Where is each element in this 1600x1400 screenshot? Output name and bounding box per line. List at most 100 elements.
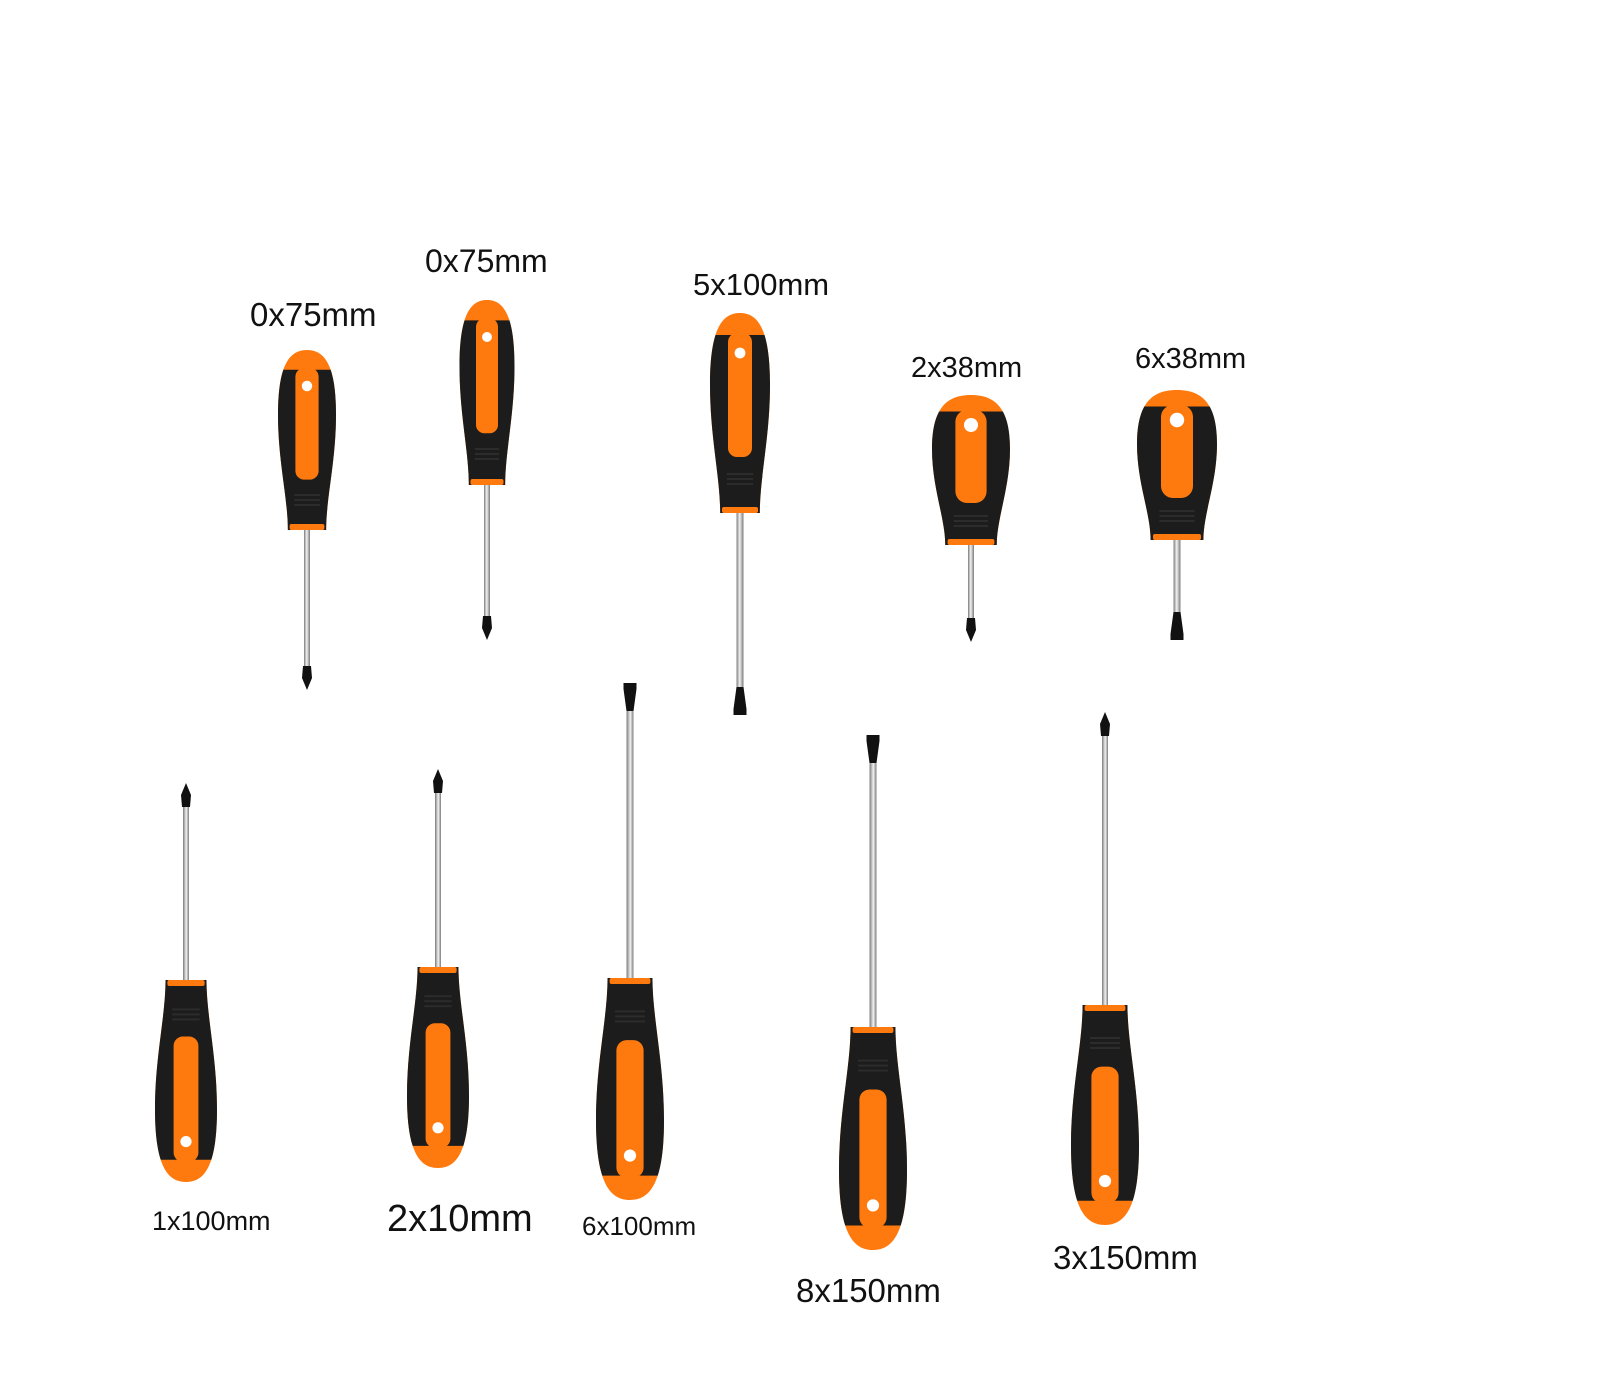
grip-ridge <box>1159 515 1195 517</box>
shaft <box>304 530 310 668</box>
screwdriver <box>407 769 469 1168</box>
hanging-hole <box>734 347 746 359</box>
hanging-hole <box>180 1136 192 1148</box>
grip-ridge <box>1090 1037 1120 1039</box>
grip-ridge <box>474 453 500 455</box>
grip-ridge <box>858 1064 888 1067</box>
phillips-tip <box>966 618 976 642</box>
grip-ridge <box>294 499 320 501</box>
grip-ridge <box>424 1005 452 1008</box>
handle-panel <box>955 410 987 503</box>
shaft <box>1173 540 1181 618</box>
handle-panel <box>728 333 752 457</box>
grip-ridge <box>726 478 754 480</box>
handle-panel <box>1161 405 1193 498</box>
handle-collar <box>1084 1005 1126 1011</box>
grip-ridge <box>172 1008 200 1011</box>
grip-ridge <box>615 1015 645 1018</box>
grip-ridge <box>615 1010 645 1013</box>
grip-ridge <box>172 1013 200 1016</box>
handle-panel <box>1091 1066 1119 1203</box>
handle-collar <box>1153 534 1201 540</box>
phillips-tip <box>181 783 191 807</box>
hanging-hole <box>1169 412 1185 428</box>
handle-collar <box>167 980 205 986</box>
slotted-tip <box>866 735 880 763</box>
screwdriver <box>459 300 515 640</box>
phillips-tip <box>1100 712 1110 736</box>
hanging-hole <box>482 332 492 342</box>
phillips-tip <box>433 769 443 793</box>
phillips-tip <box>302 666 312 690</box>
phillips-tip <box>482 616 492 640</box>
size-label: 2x38mm <box>911 352 1023 384</box>
handle-collar <box>609 978 651 984</box>
hanging-hole <box>963 417 979 433</box>
size-label: 6x100mm <box>582 1211 697 1241</box>
shaft <box>626 705 634 978</box>
shaft <box>968 545 974 620</box>
hanging-hole <box>623 1149 637 1162</box>
grip-ridge <box>858 1059 888 1062</box>
size-label: 1x100mm <box>152 1206 271 1236</box>
screwdriver <box>1071 712 1139 1225</box>
shaft <box>736 513 744 693</box>
hanging-hole <box>866 1199 880 1212</box>
grip-ridge <box>424 995 452 998</box>
screwdriver <box>1137 390 1217 640</box>
grip-ridge <box>858 1069 888 1072</box>
shaft <box>435 791 441 967</box>
hanging-hole <box>432 1122 444 1134</box>
grip-ridge <box>1159 510 1195 512</box>
grip-ridge <box>1090 1042 1120 1044</box>
grip-ridge <box>726 483 754 485</box>
handle-collar <box>470 479 504 485</box>
slotted-tip <box>1170 612 1184 640</box>
grip-ridge <box>953 525 989 527</box>
handle-collar <box>722 507 758 513</box>
grip-ridge <box>1090 1047 1120 1049</box>
handle-collar <box>419 967 457 973</box>
handle-panel <box>476 318 498 434</box>
grip-ridge <box>1159 520 1195 522</box>
grip-ridge <box>294 494 320 496</box>
shaft <box>1102 734 1108 1005</box>
screwdriver <box>155 783 217 1182</box>
handle-panel <box>859 1089 887 1228</box>
size-label: 6x38mm <box>1135 343 1247 375</box>
screwdriver <box>932 395 1010 642</box>
size-label: 0x75mm <box>425 243 548 279</box>
screwdriver <box>278 350 336 690</box>
size-label: 3x150mm <box>1053 1239 1198 1276</box>
size-label: 8x150mm <box>796 1272 941 1309</box>
grip-ridge <box>474 458 500 460</box>
grip-ridge <box>615 1020 645 1023</box>
handle-collar <box>289 524 325 530</box>
grip-ridge <box>424 1000 452 1003</box>
screwdriver <box>839 735 907 1250</box>
handle-collar <box>947 539 995 545</box>
shaft <box>869 757 877 1027</box>
size-label: 2x10mm <box>387 1198 533 1240</box>
shaft <box>183 805 189 980</box>
size-label: 5x100mm <box>693 267 830 302</box>
handle-panel <box>295 368 319 480</box>
hanging-hole <box>1098 1174 1112 1188</box>
screwdriver <box>596 683 664 1200</box>
grip-ridge <box>172 1018 200 1021</box>
handle-collar <box>852 1027 894 1033</box>
grip-ridge <box>726 473 754 475</box>
shaft <box>484 485 490 618</box>
handle-panel <box>425 1023 451 1148</box>
slotted-tip <box>733 687 747 715</box>
grip-ridge <box>953 520 989 522</box>
handle-panel <box>173 1036 199 1162</box>
grip-ridge <box>294 504 320 506</box>
grip-ridge <box>953 515 989 517</box>
screwdriver <box>710 313 770 715</box>
slotted-tip <box>623 683 637 711</box>
grip-ridge <box>474 448 500 450</box>
size-label: 0x75mm <box>250 296 377 333</box>
